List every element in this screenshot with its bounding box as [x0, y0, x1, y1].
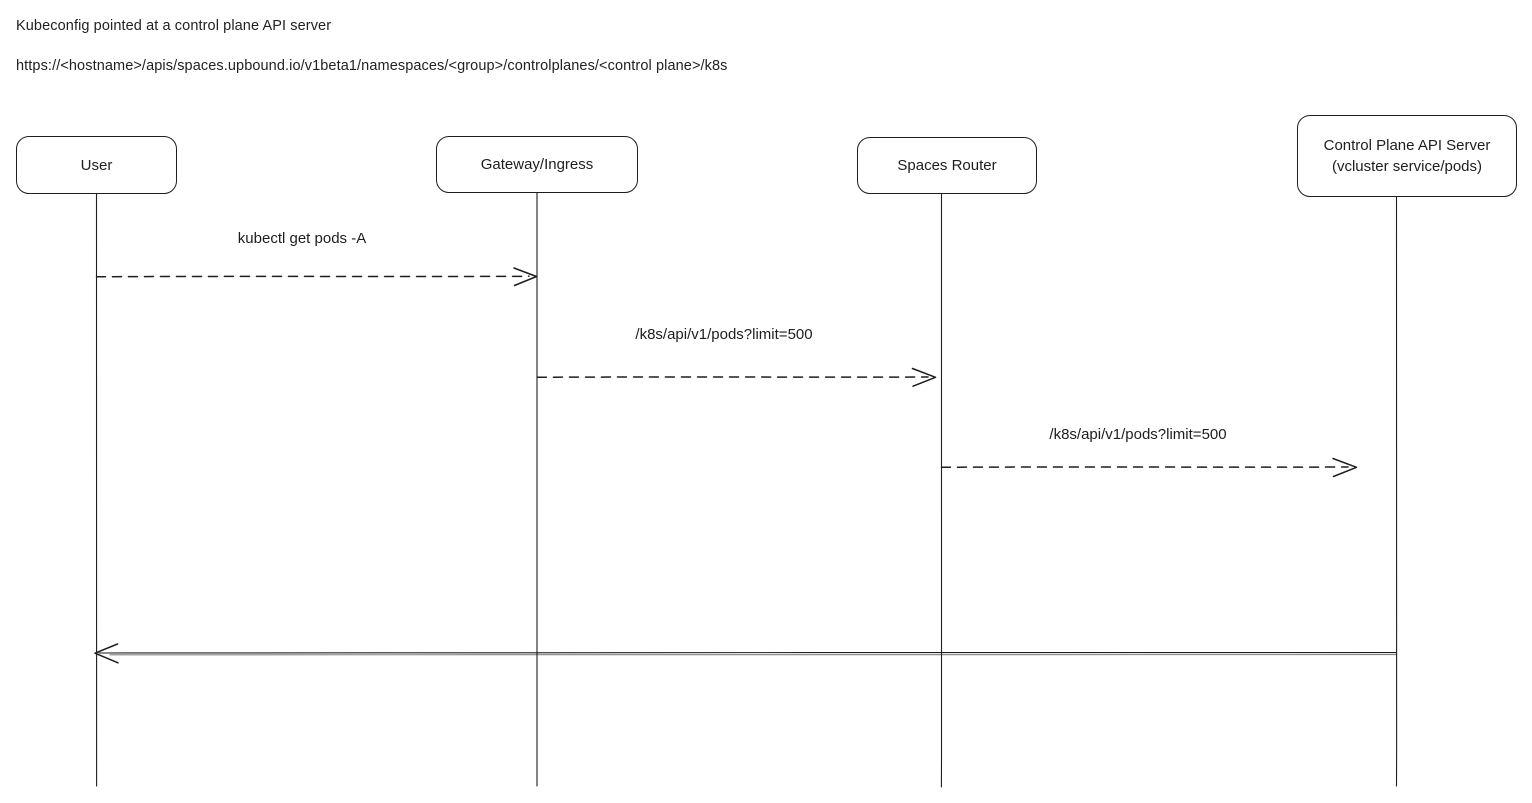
return-arrow-arrowhead — [94, 643, 119, 664]
actor-control-plane-label: Control Plane API Server — [1323, 137, 1491, 154]
message-3-label: /k8s/api/v1/pods?limit=500 — [1049, 426, 1227, 443]
message-arrow-1-line — [95, 275, 530, 278]
message-arrow-3-arrowhead — [1332, 457, 1358, 478]
message-1-label: kubectl get pods -A — [237, 230, 367, 247]
actor-gateway-ingress: Gateway/Ingress — [436, 136, 638, 193]
message-arrow-2-arrowhead — [911, 367, 937, 387]
actor-user: User — [16, 136, 177, 194]
actor-gateway-ingress-label: Gateway/Ingress — [480, 156, 594, 173]
return-arrow-line — [98, 651, 1397, 654]
diagram-subtitle-url: https://<hostname>/apis/spaces.upbound.i… — [16, 58, 728, 74]
actor-spaces-router-label: Spaces Router — [897, 157, 997, 174]
message-2-label: /k8s/api/v1/pods?limit=500 — [635, 326, 813, 343]
message-arrow-1-arrowhead — [513, 267, 538, 287]
actor-spaces-router: Spaces Router — [857, 137, 1037, 194]
actor-user-label: User — [80, 156, 113, 174]
diagram-title: Kubeconfig pointed at a control plane AP… — [16, 18, 332, 34]
actor-control-plane-api-server: Control Plane API Server (vcluster servi… — [1297, 115, 1517, 197]
actor-control-plane-sublabel: (vcluster service/pods) — [1331, 158, 1483, 175]
